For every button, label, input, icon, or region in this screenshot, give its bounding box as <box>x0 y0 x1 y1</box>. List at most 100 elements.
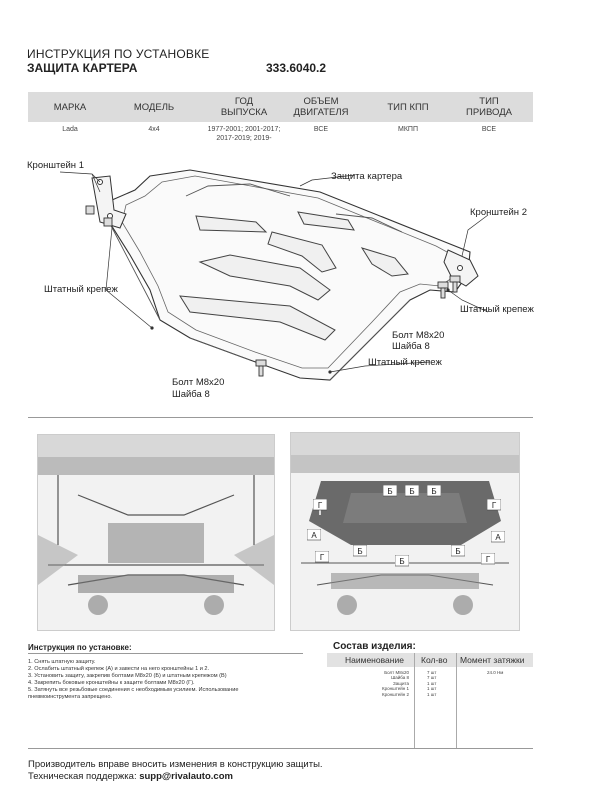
components-header: Наименование Кол-во Момент затяжки <box>327 653 533 667</box>
marker-b-3: Б <box>426 484 442 506</box>
footer-divider <box>28 748 533 749</box>
label-bracket-1: Кронштейн 1 <box>27 160 84 171</box>
components-header-name: Наименование <box>345 655 404 665</box>
photo-before-image <box>38 435 274 630</box>
marker-g-3: Г <box>314 550 330 572</box>
component-qty: 1 шт <box>427 680 437 686</box>
label-washer-bottom: Шайба 8 <box>172 389 210 400</box>
instruction-step: 5. Затянуть все резьбовые соединения с н… <box>28 687 239 693</box>
spec-value-gearbox: МКПП <box>398 126 418 133</box>
bolt-icons <box>85 205 461 377</box>
spec-header-model: МОДЕЛЬ <box>133 102 175 113</box>
marker-g-2: Г <box>486 498 502 520</box>
components-col-divider-2 <box>456 653 457 748</box>
leader-lines <box>59 171 489 373</box>
spec-value-drive: ВСЕ <box>481 126 497 133</box>
fastener-dots <box>150 288 450 374</box>
component-qty: 7 шт <box>427 670 437 675</box>
marker-g-4-text: Г <box>486 555 491 564</box>
product-name: ЗАЩИТА КАРТЕРА <box>27 61 138 75</box>
instructions-title: Инструкция по установке: <box>28 643 132 652</box>
spec-header-gearbox: ТИП КПП <box>387 102 429 113</box>
component-qty: 1 шт <box>427 691 437 697</box>
plate-ribs <box>179 211 409 341</box>
spec-table-header <box>28 92 533 122</box>
footer-support: Техническая поддержка: supp@rivalauto.co… <box>28 771 233 782</box>
marker-b-1-text: Б <box>387 487 392 496</box>
spec-value-model: 4x4 <box>148 126 160 133</box>
photo-after: Г Б Б Б Г А Б Г А Г Б Б <box>290 432 520 631</box>
marker-b-4-text: Б <box>357 547 362 556</box>
footer-support-email[interactable]: supp@rivalauto.com <box>139 771 233 782</box>
components-title: Состав изделия: <box>333 641 416 652</box>
marker-a-2-text: А <box>495 533 501 542</box>
photo-before <box>37 434 275 631</box>
spec-header-engine: ОБЪЕМ ДВИГАТЕЛЯ <box>293 96 349 118</box>
marker-g-2-text: Г <box>492 501 497 510</box>
spec-header-year: ГОД ВЫПУСКА <box>220 96 268 118</box>
section-divider <box>28 417 533 418</box>
document-title: ИНСТРУКЦИЯ ПО УСТАНОВКЕ <box>27 47 210 61</box>
instruction-step: 3. Установить защиту, закрепив болтами М… <box>28 673 227 679</box>
instructions-steps: 1. Снять штатную защиту. 2. Ослабить шта… <box>28 659 303 701</box>
spec-header-brand: МАРКА <box>53 102 87 113</box>
photo-after-image <box>291 433 519 630</box>
label-std-mount-bottom: Штатный крепеж <box>368 357 442 368</box>
component-qty: 7 шт <box>427 675 437 681</box>
spec-value-engine: ВСЕ <box>313 126 329 133</box>
components-row: Защита 1 шт <box>327 681 533 686</box>
marker-g-1: Г <box>312 498 328 520</box>
marker-b-4: Б <box>352 544 368 566</box>
components-row: Кронштейн 2 1 шт <box>327 692 533 697</box>
spec-table: МАРКА МОДЕЛЬ ГОД ВЫПУСКА ОБЪЕМ ДВИГАТЕЛЯ… <box>28 92 533 146</box>
label-bolt-right: Болт М8х20 <box>392 330 445 341</box>
spec-value-year: 1977-2001; 2001-2017; 2017-2019; 2019- <box>207 126 281 142</box>
marker-b-1: Б <box>382 484 398 506</box>
component-qty: 1 шт <box>427 686 437 692</box>
marker-b-6: Б <box>450 544 466 566</box>
marker-b-6-text: Б <box>455 547 460 556</box>
component-name: Кронштейн 1 <box>382 686 409 692</box>
marker-g-1-text: Г <box>318 501 323 510</box>
component-torque: 24.0 Нм <box>487 670 504 675</box>
label-washer-right: Шайба 8 <box>392 341 430 352</box>
marker-b-5-text: Б <box>399 557 404 566</box>
footer-disclaimer: Производитель вправе вносить изменения в… <box>28 759 323 770</box>
label-bolt-bottom: Болт М8х20 <box>172 377 225 388</box>
product-code: 333.6040.2 <box>266 61 327 75</box>
component-name: Шайба 8 <box>391 675 409 681</box>
label-std-mount-right: Штатный крепеж <box>460 304 534 315</box>
label-guard: Защита картера <box>331 171 403 182</box>
component-name: Болт М8х20 <box>384 670 409 675</box>
instruction-step: пневмоинструмента запрещено. <box>28 694 112 700</box>
components-header-qty: Кол-во <box>421 655 448 665</box>
instruction-step: 4. Закрепить боковые кронштейны к защите… <box>28 680 195 686</box>
marker-g-3-text: Г <box>320 553 325 562</box>
components-row: Болт М8х20 7 шт 24.0 Нм <box>327 670 533 675</box>
marker-b-2: Б <box>404 484 420 506</box>
instruction-step: 1. Снять штатную защиту. <box>28 659 96 665</box>
components-table: Болт М8х20 7 шт 24.0 Нм Шайба 8 7 шт Защ… <box>327 670 533 697</box>
marker-a-1: А <box>306 528 322 550</box>
footer-support-label: Техническая поддержка: <box>28 771 137 782</box>
instructions-divider <box>28 653 303 654</box>
components-col-divider-1 <box>414 653 415 748</box>
label-bracket-2: Кронштейн 2 <box>470 207 527 218</box>
instruction-step: 2. Ослабить штатный крепеж (А) и завести… <box>28 666 210 672</box>
guard-diagram <box>59 169 489 381</box>
label-std-mount-left: Штатный крепеж <box>44 284 118 295</box>
marker-a-2: А <box>490 530 506 552</box>
components-header-torque: Момент затяжки <box>460 655 525 665</box>
marker-b-3-text: Б <box>431 487 436 496</box>
marker-b-5: Б <box>394 554 410 576</box>
marker-a-1-text: А <box>311 531 317 540</box>
components-row: Шайба 8 7 шт <box>327 675 533 680</box>
spec-header-drive: ТИП ПРИВОДА <box>466 96 512 118</box>
plate-edges <box>107 183 411 381</box>
marker-g-4: Г <box>480 552 496 574</box>
component-name: Кронштейн 2 <box>382 691 409 697</box>
component-name: Защита <box>393 680 409 686</box>
components-row: Кронштейн 1 1 шт <box>327 686 533 691</box>
spec-value-brand: Lada <box>62 126 78 133</box>
marker-b-2-text: Б <box>409 487 414 496</box>
